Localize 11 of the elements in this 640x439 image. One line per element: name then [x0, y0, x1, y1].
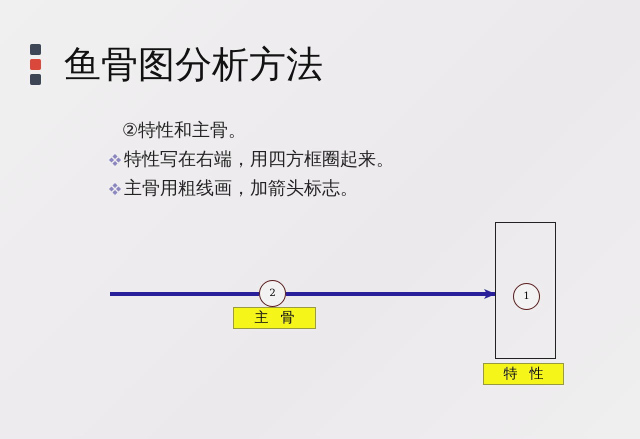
- slide-title: 鱼骨图分析方法: [64, 42, 323, 88]
- main-bone-tag: 主骨: [233, 307, 316, 329]
- bullet-text: 主骨用粗线画，加箭头标志。: [124, 177, 358, 200]
- characteristic-tag: 特性: [483, 363, 564, 385]
- callout-number: 1: [513, 283, 540, 310]
- connector-line: [110, 292, 259, 296]
- callout-number: 2: [259, 280, 286, 307]
- characteristic-box: [495, 222, 556, 359]
- bullet-text: 特性写在右端，用四方框圈起来。: [124, 148, 394, 171]
- arrow: [286, 289, 496, 299]
- bullet-text: ②特性和主骨。: [122, 119, 246, 142]
